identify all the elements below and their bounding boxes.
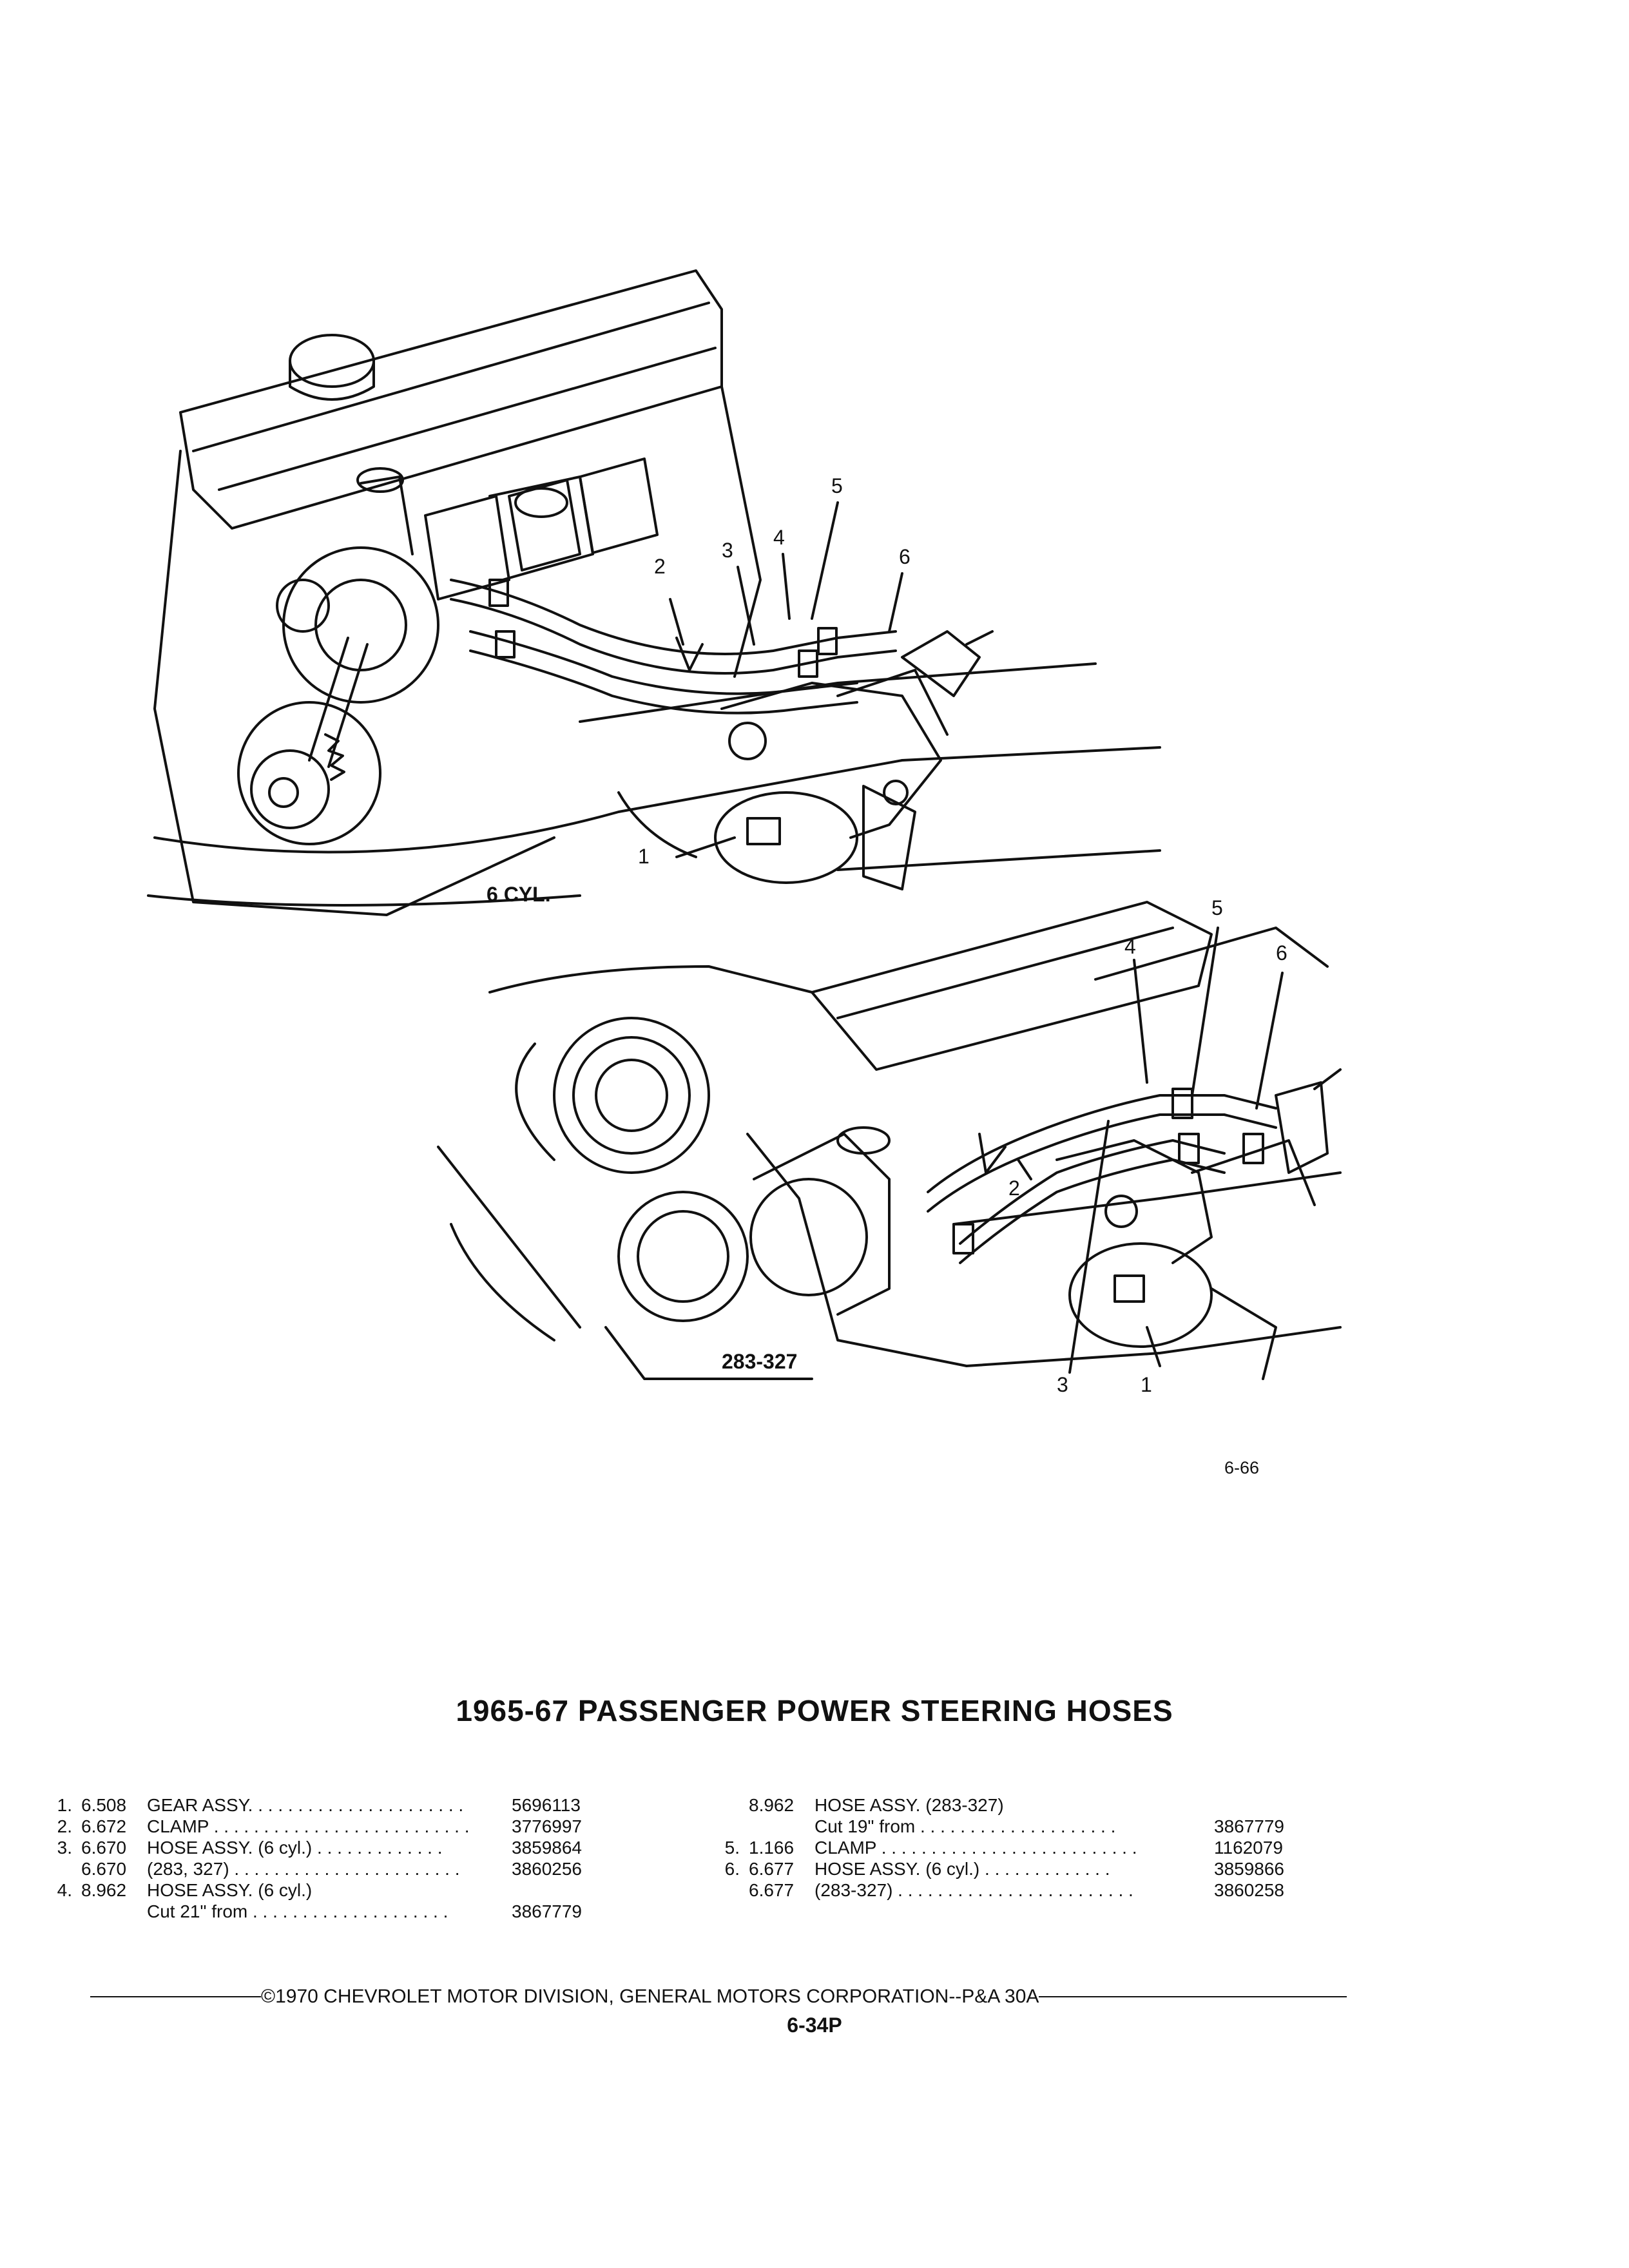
figure-number: 6-66 [1224,1458,1260,1477]
item-number: 4. [57,1880,72,1900]
part-description: GEAR ASSY. . . . . . . . . . . . . . . .… [147,1795,464,1815]
item-number: 2. [57,1816,72,1836]
part-number: 3776997 [512,1816,583,1836]
part-number: 3867779 [512,1901,583,1921]
callout-4-v8: 4 [1124,935,1136,958]
item-number: 6. [724,1859,740,1879]
copyright-text: ©1970 CHEVROLET MOTOR DIVISION, GENERAL … [261,1986,1039,2007]
part-number: 3860258 [1214,1880,1285,1900]
parts-list-right: 8.962 HOSE ASSY. (283-327) Cut 19" from … [706,1794,1284,1901]
item-number: 3. [57,1838,72,1858]
group-number: 8.962 [749,1795,795,1815]
part-description: CLAMP . . . . . . . . . . . . . . . . . … [815,1838,1137,1858]
callout-3-v8: 3 [1057,1373,1068,1396]
item-number [706,1816,749,1837]
part-number: 5696113 [512,1795,581,1815]
parts-row: 2. 6.672 CLAMP . . . . . . . . . . . . .… [39,1816,582,1837]
parts-row: 6. 6.677 HOSE ASSY. (6 cyl.) . . . . . .… [706,1858,1284,1879]
item-number [706,1879,749,1901]
part-description: HOSE ASSY. (283-327) [815,1795,1004,1815]
part-number: 3867779 [1214,1816,1285,1836]
part-description: HOSE ASSY. (6 cyl.) . . . . . . . . . . … [815,1859,1110,1879]
parts-row: 4. 8.962 HOSE ASSY. (6 cyl.) [39,1879,582,1901]
group-number: 6.672 [81,1816,127,1836]
callout-5-six-cyl: 5 [831,474,843,497]
parts-row: Cut 21" from . . . . . . . . . . . . . .… [39,1901,582,1922]
callout-2-six-cyl: 2 [654,555,666,578]
item-number [39,1901,81,1922]
part-description: (283, 327) . . . . . . . . . . . . . . .… [147,1859,460,1879]
group-number [81,1901,147,1922]
callout-2-v8: 2 [1008,1177,1020,1200]
parts-row: 6.670 (283, 327) . . . . . . . . . . . .… [39,1858,582,1879]
v8-engine-drawing [437,901,1342,1380]
part-description: Cut 21" from . . . . . . . . . . . . . .… [147,1901,448,1921]
parts-row: 3. 6.670 HOSE ASSY. (6 cyl.) . . . . . .… [39,1837,582,1858]
item-number: 5. [724,1838,740,1858]
six-cyl-label: 6 CYL. [487,883,551,906]
item-number [706,1794,749,1816]
callout-5-v8: 5 [1211,896,1223,919]
part-description: (283-327) . . . . . . . . . . . . . . . … [815,1880,1133,1900]
parts-row: 1. 6.508 GEAR ASSY. . . . . . . . . . . … [39,1794,582,1816]
copyright-footer: ©1970 CHEVROLET MOTOR DIVISION, GENERAL … [90,1986,1347,2008]
group-number: 6.677 [749,1880,795,1900]
part-description: HOSE ASSY. (6 cyl.) [147,1880,313,1900]
part-description: HOSE ASSY. (6 cyl.) . . . . . . . . . . … [147,1838,443,1858]
v8-label: 283-327 [722,1350,798,1373]
group-number: 6.670 [81,1859,127,1879]
part-description: Cut 19" from . . . . . . . . . . . . . .… [815,1816,1116,1836]
group-number: 6.670 [81,1838,127,1858]
page-title: 1965-67 PASSENGER POWER STEERING HOSES [456,1694,1173,1727]
footer-rule-right [1039,1996,1347,1997]
parts-row: 5. 1.166 CLAMP . . . . . . . . . . . . .… [706,1837,1284,1858]
callout-3-six-cyl: 3 [722,539,733,562]
part-number: 1162079 [1214,1838,1283,1858]
six-cyl-engine-drawing [147,269,1161,916]
parts-row: 6.677 (283-327) . . . . . . . . . . . . … [706,1879,1284,1901]
part-number: 3859866 [1214,1859,1285,1879]
callout-4-six-cyl: 4 [773,526,785,549]
part-number: 3860256 [512,1859,583,1879]
parts-row: 8.962 HOSE ASSY. (283-327) [706,1794,1284,1816]
part-number: 3859864 [512,1838,583,1858]
parts-list-left: 1. 6.508 GEAR ASSY. . . . . . . . . . . … [39,1794,582,1922]
item-number [39,1858,81,1879]
group-number: 8.962 [81,1880,127,1900]
group-number: 6.508 [81,1795,127,1815]
callout-1-six-cyl: 1 [638,845,650,868]
group-number: 6.677 [749,1859,795,1879]
group-number: 1.166 [749,1838,795,1858]
callout-6-v8: 6 [1276,941,1287,965]
parts-row: Cut 19" from . . . . . . . . . . . . . .… [706,1816,1284,1837]
page-number: 6-34P [787,2013,842,2037]
power-steering-illustration: 5 4 3 2 6 1 5 4 6 2 3 1 [147,269,1342,1396]
item-number: 1. [57,1795,72,1815]
footer-rule-left [90,1996,261,1997]
part-description: CLAMP . . . . . . . . . . . . . . . . . … [147,1816,470,1836]
group-number [749,1816,815,1837]
callout-1-v8: 1 [1141,1373,1152,1396]
callout-6-six-cyl: 6 [899,545,911,568]
